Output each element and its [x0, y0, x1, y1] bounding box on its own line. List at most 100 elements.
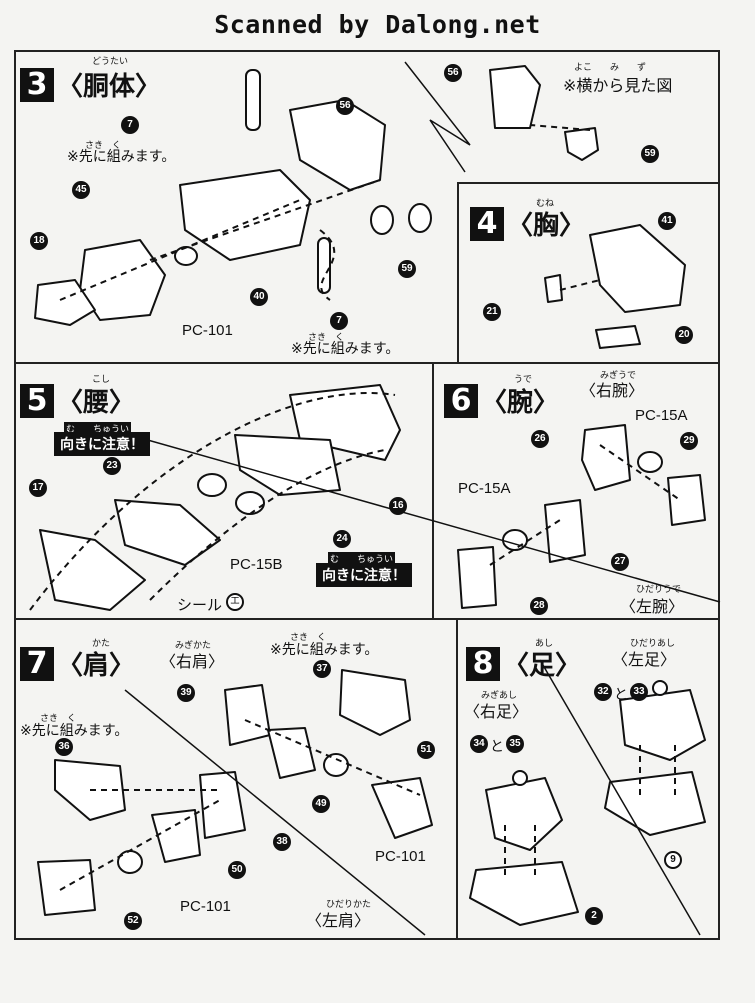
poly-cap-15b-a — [197, 473, 227, 497]
step-4-heading: 4 〈胸〉 — [470, 205, 585, 242]
side-view-part — [489, 65, 541, 129]
right-arm-label: 〈右腕〉 — [580, 381, 645, 400]
side-view-ruby: よこ み ず — [574, 63, 647, 73]
right-shoulder-joint — [267, 727, 316, 779]
seal-label: シール — [177, 596, 223, 614]
rod-part-top — [245, 69, 261, 131]
part-badge-41: 41 — [658, 212, 676, 230]
left-foot-ruby: ひだりあし — [630, 639, 676, 649]
left-shoulder-ruby: ひだりかた — [326, 900, 372, 910]
part-badge-28: 28 — [530, 597, 548, 615]
waist-front-part — [114, 499, 221, 566]
left-arm-shell — [544, 499, 586, 563]
orientation-warning-1: 向きに注意！ — [54, 432, 150, 456]
chest-part — [589, 224, 686, 313]
callout-zigzag — [404, 61, 471, 173]
divider-row2 — [14, 618, 720, 620]
poly-cap-101-right — [323, 753, 349, 777]
scan-watermark: Scanned by Dalong.net — [214, 10, 541, 39]
step-8-heading: 8 〈足〉 — [466, 645, 581, 682]
step-8-number: 8 — [466, 646, 500, 681]
step-3-title: 〈胴体〉 — [57, 72, 162, 102]
part-badge-20: 20 — [675, 326, 693, 344]
waist-mid-part — [234, 434, 341, 496]
step-4-title: 〈胸〉 — [507, 211, 586, 241]
right-foot-label: 〈右足〉 — [464, 702, 529, 721]
left-foot-peg — [652, 680, 668, 696]
divider-col-row2 — [432, 362, 434, 618]
part-badge-29: 29 — [680, 432, 698, 450]
warn2-ruby: む ちゅうい — [328, 552, 396, 565]
arm-split-line — [129, 434, 721, 603]
step-7-number: 7 — [20, 646, 54, 681]
part-badge-27: 27 — [611, 553, 629, 571]
part-badge-37: 37 — [313, 660, 331, 678]
and-label-left: と — [614, 687, 628, 703]
part-badge-56: 56 — [336, 97, 354, 115]
divider-col-row1 — [457, 182, 459, 362]
part-badge-2: 2 — [585, 907, 603, 925]
part-badge-59: 59 — [398, 260, 416, 278]
step7-title-ruby: かた — [92, 639, 111, 649]
step7-polycap-right: PC-101 — [375, 848, 426, 865]
assembly-guide-line — [29, 392, 396, 611]
step-7-heading: 7 〈肩〉 — [20, 645, 135, 682]
part-badge-21: 21 — [483, 303, 501, 321]
right-foot-sole — [469, 861, 579, 926]
step-6-number: 6 — [444, 383, 478, 418]
step-6-heading: 6 〈腕〉 — [444, 382, 559, 419]
step4-title-ruby: むね — [536, 199, 555, 209]
part-badge-35: 35 — [506, 735, 524, 753]
step6-title-ruby: うで — [514, 375, 533, 385]
part-badge-26: 26 — [531, 430, 549, 448]
divider-s4-top — [457, 182, 720, 184]
part-badge-50: 50 — [228, 861, 246, 879]
skirt-part — [39, 529, 146, 611]
left-arm-label: 〈左腕〉 — [620, 597, 685, 616]
right-shoulder-armor — [339, 669, 411, 736]
step3-note1: ※先に組みます。 — [67, 149, 176, 165]
assembly-guide-line — [149, 179, 381, 261]
torso-core-part — [179, 169, 311, 261]
part-badge-23: 23 — [103, 457, 121, 475]
step-5-heading: 5 〈腰〉 — [20, 382, 135, 419]
step7-polycap-left: PC-101 — [180, 898, 231, 915]
part-badge-9: 9 — [664, 851, 682, 869]
right-foot-upper — [485, 777, 563, 851]
shoulder-split-line — [124, 689, 426, 936]
left-shoulder-label: 〈左肩〉 — [306, 911, 371, 930]
step6-polycap-right: PC-15A — [635, 407, 688, 424]
rod-part-bottom — [317, 237, 331, 294]
part-badge-34: 34 — [470, 735, 488, 753]
right-arm-joint — [667, 474, 706, 526]
part-badge-52: 52 — [124, 912, 142, 930]
thruster-right — [408, 203, 432, 233]
assembly-guide-line — [244, 719, 421, 796]
step5-title-ruby: こし — [92, 375, 111, 385]
step-3-heading: 3 〈胴体〉 — [20, 66, 161, 103]
part-badge-45: 45 — [72, 181, 90, 199]
vent-part — [564, 127, 599, 161]
left-foot-upper — [619, 689, 706, 761]
right-shoulder-part — [371, 777, 433, 839]
instruction-frame — [14, 50, 720, 940]
part-badge-56-b: 56 — [444, 64, 462, 82]
left-arm-ruby: ひだりうで — [636, 585, 682, 595]
left-shoulder-frame — [199, 771, 246, 839]
step3-polycap-label: PC-101 — [182, 322, 233, 339]
warn1-ruby: む ちゅうい — [64, 422, 132, 435]
step7-note2: ※先に組みます。 — [20, 723, 129, 739]
side-view-note: ※横から見た図 — [563, 76, 673, 95]
step7-note1: ※先に組みます。 — [270, 642, 379, 658]
part-badge-36: 36 — [55, 738, 73, 756]
part-badge-7: 7 — [121, 116, 139, 134]
step-3-number: 3 — [20, 67, 54, 102]
right-foot-peg — [512, 770, 528, 786]
step-5-number: 5 — [20, 383, 54, 418]
step5-polycap-label: PC-15B — [230, 556, 283, 573]
step-8-title: 〈足〉 — [503, 651, 582, 681]
part-badge-38: 38 — [273, 833, 291, 851]
thruster-left — [370, 205, 394, 235]
part-badge-40: 40 — [250, 288, 268, 306]
